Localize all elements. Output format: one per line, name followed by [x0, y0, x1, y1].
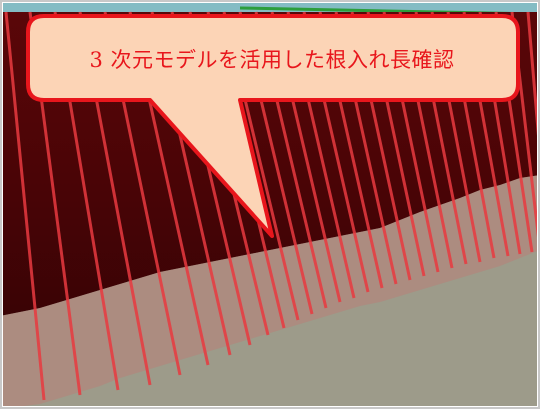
callout-bubble [26, 14, 520, 238]
embedded-pile-zone [3, 175, 537, 406]
